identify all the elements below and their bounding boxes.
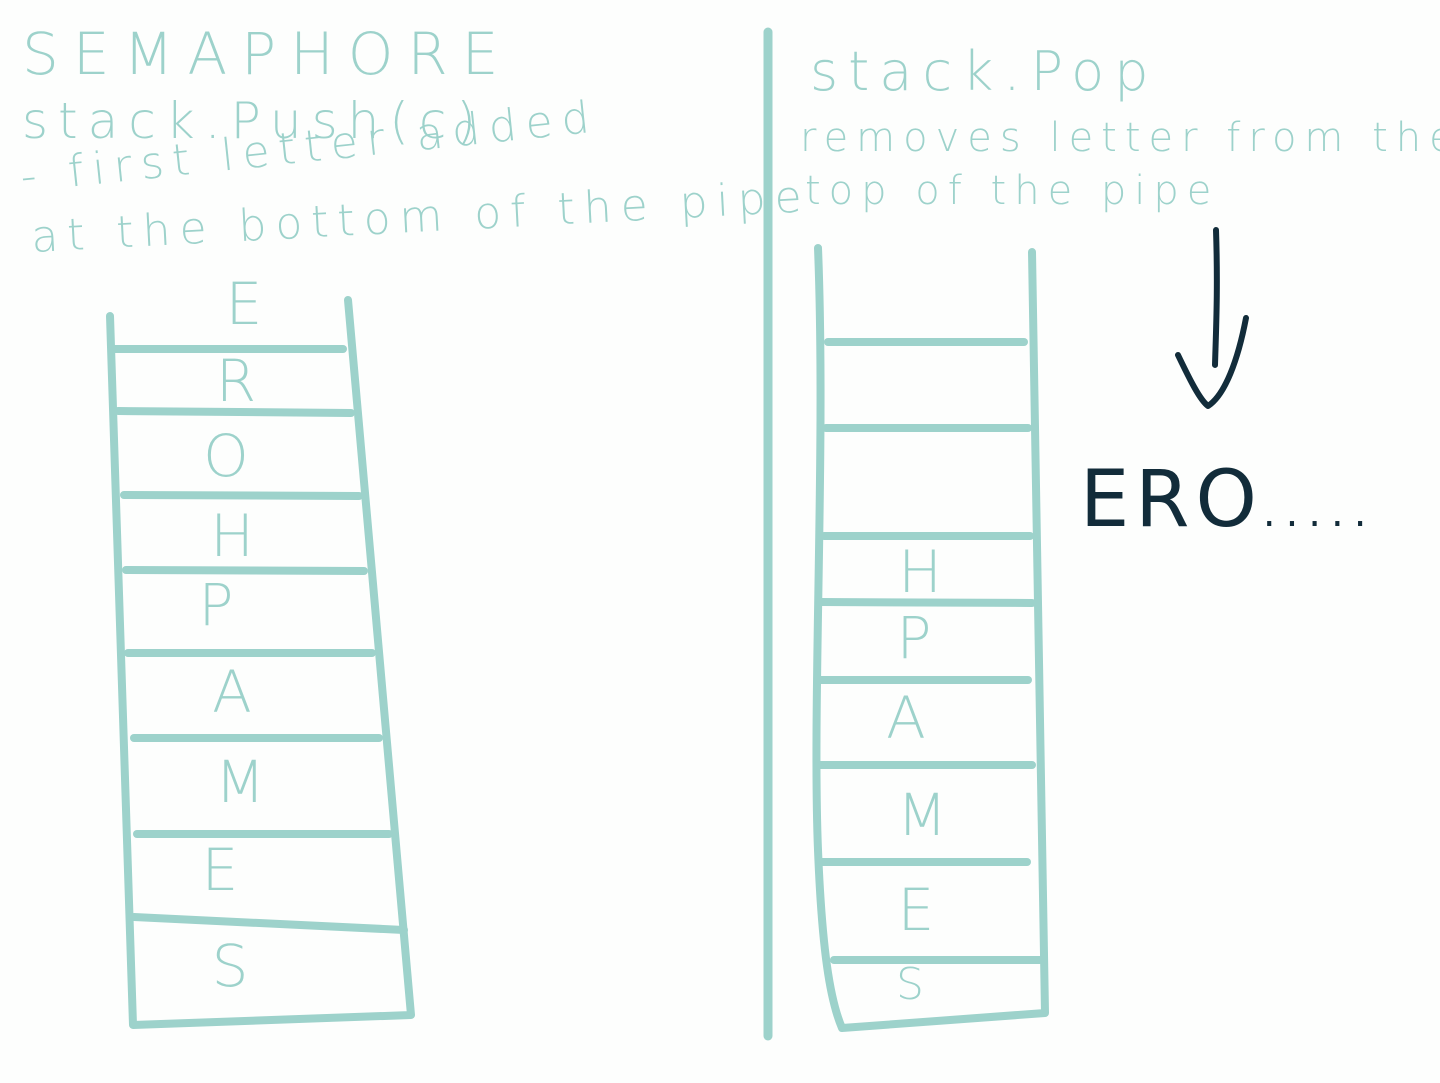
down-arrow-icon <box>1175 227 1249 409</box>
right-pipe-rung <box>816 598 1036 607</box>
right-pipe <box>812 244 1049 1032</box>
right-stack-letter: S <box>896 959 924 1010</box>
left-stack-letter: H <box>210 502 254 570</box>
right-stack-letter: E <box>897 876 935 944</box>
left-stack-letter: O <box>203 422 249 490</box>
left-stack-letter: R <box>215 347 257 415</box>
popped-ellipsis: ..... <box>1262 490 1377 536</box>
left-stack-letter: P <box>198 571 234 639</box>
pop-call-label: stack.Pop <box>810 40 1159 103</box>
pop-note-line1: removes letter from the <box>800 115 1440 161</box>
right-pipe-outline <box>812 244 1049 1032</box>
pop-note-line2: top of the pipe <box>805 168 1220 214</box>
popped-output: ERO..... <box>1080 455 1376 545</box>
right-stack-letter: P <box>896 604 932 672</box>
left-pipe-outline <box>106 296 415 1029</box>
popped-letters: ERO <box>1080 455 1263 545</box>
left-stack-letter: M <box>214 748 266 816</box>
left-stack-letter: S <box>211 932 249 1000</box>
right-stack-letter: M <box>896 781 948 849</box>
left-pipe <box>106 296 415 1029</box>
left-pipe-rung <box>130 913 408 934</box>
right-stack-letter: H <box>898 538 942 606</box>
left-stack-letter: E <box>225 270 263 338</box>
left-pipe-rung <box>122 566 368 575</box>
left-stack-letter: E <box>201 836 239 904</box>
semaphore-title: SEMAPHORE <box>22 20 513 88</box>
left-pipe-rung <box>114 407 355 417</box>
push-call-label: stack.Push(c) <box>22 92 486 150</box>
left-stack-letter: A <box>212 658 252 726</box>
left-pipe-rung <box>120 491 363 500</box>
right-stack-letter: A <box>886 684 926 752</box>
